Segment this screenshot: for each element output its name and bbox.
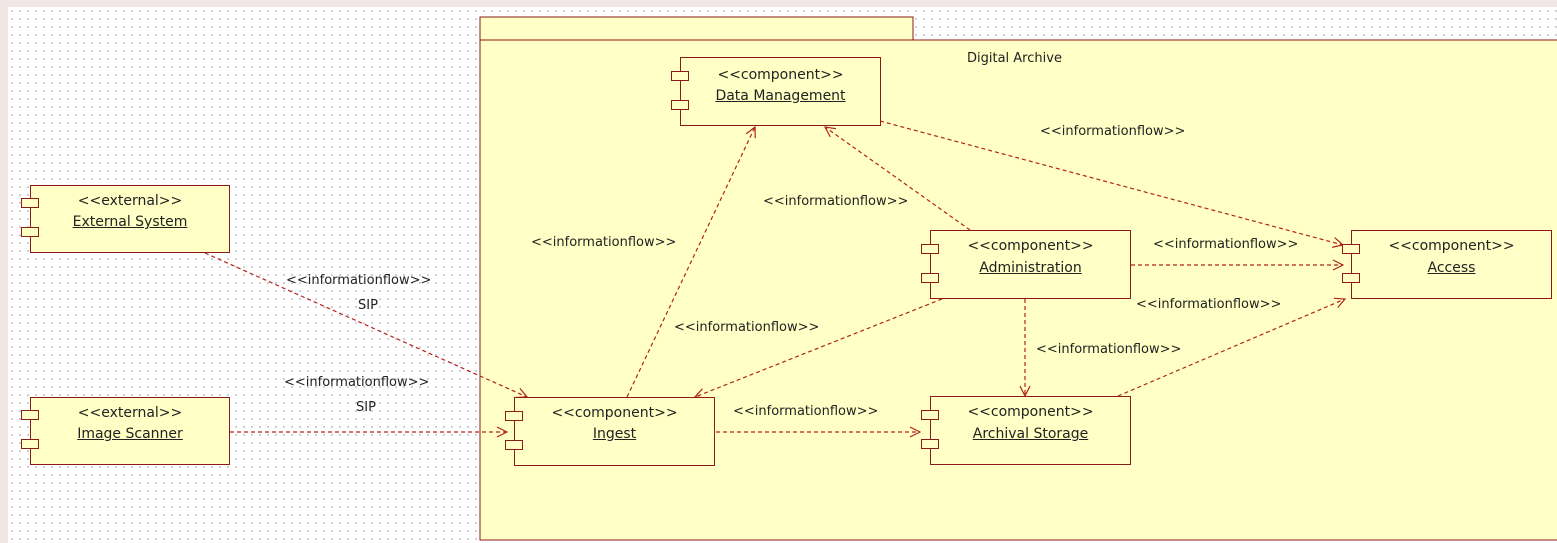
stereotype-label: <<external>> (77, 193, 183, 209)
component-archival-storage[interactable]: <<component>> Archival Storage (921, 396, 1131, 465)
flow-admin-to-ingest[interactable] (695, 298, 943, 397)
stereotype-label: <<component>> (967, 238, 1094, 254)
flow-storage-to-access[interactable] (1117, 299, 1345, 397)
component-icon (921, 273, 939, 283)
component-name: Image Scanner (77, 426, 183, 442)
component-image-scanner[interactable]: <<external>> Image Scanner (21, 397, 230, 465)
flow-conveyed-ext-to-ingest: SIP (358, 298, 378, 313)
component-icon (21, 227, 39, 237)
component-data-management[interactable]: <<component>> Data Management (671, 57, 881, 126)
component-name: External System (72, 214, 188, 230)
component-icon (505, 411, 523, 421)
component-name: Ingest (592, 426, 637, 442)
flow-label-ingest-to-datamgmt: <<informationflow>> (531, 235, 677, 250)
flow-label-admin-to-access: <<informationflow>> (1153, 237, 1299, 252)
component-name: Administration (979, 260, 1082, 276)
flow-admin-to-datamgmt[interactable] (825, 127, 971, 231)
component-name: Archival Storage (972, 426, 1089, 442)
component-icon (21, 439, 39, 449)
component-name: Data Management (715, 88, 846, 104)
component-icon (1342, 273, 1360, 283)
flow-label-admin-to-datamgmt: <<informationflow>> (763, 194, 909, 209)
package-tab (479, 16, 914, 41)
component-icon (671, 100, 689, 110)
flow-label-storage-to-access: <<informationflow>> (1136, 297, 1282, 312)
stereotype-label: <<external>> (77, 405, 183, 421)
stereotype-label: <<component>> (717, 67, 844, 83)
flow-label-datamgmt-to-access: <<informationflow>> (1040, 124, 1186, 139)
flow-label-admin-to-ingest: <<informationflow>> (674, 320, 820, 335)
component-external-system[interactable]: <<external>> External System (21, 185, 230, 253)
flow-label-admin-to-storage: <<informationflow>> (1036, 342, 1182, 357)
component-icon (21, 410, 39, 420)
component-icon (1342, 244, 1360, 254)
component-icon (921, 244, 939, 254)
component-icon (505, 440, 523, 450)
stereotype-label: <<component>> (967, 404, 1094, 420)
component-icon (921, 410, 939, 420)
flow-ext-to-ingest[interactable] (204, 252, 527, 397)
flow-ingest-to-datamgmt[interactable] (626, 127, 755, 398)
flow-label-ingest-to-storage: <<informationflow>> (733, 404, 879, 419)
flow-conveyed-scanner-to-ingest: SIP (356, 400, 376, 415)
flow-datamgmt-to-access[interactable] (879, 120, 1343, 245)
component-icon (21, 198, 39, 208)
stereotype-label: <<component>> (1388, 238, 1515, 254)
flow-label-scanner-to-ingest: <<informationflow>> (284, 375, 430, 390)
component-ingest[interactable]: <<component>> Ingest (505, 397, 715, 466)
component-administration[interactable]: <<component>> Administration (921, 230, 1131, 299)
package-title: Digital Archive (967, 51, 1062, 66)
component-icon (921, 439, 939, 449)
component-access[interactable]: <<component>> Access (1342, 230, 1552, 299)
stereotype-label: <<component>> (551, 405, 678, 421)
flow-label-ext-to-ingest: <<informationflow>> (286, 273, 432, 288)
component-name: Access (1427, 260, 1476, 276)
component-icon (671, 71, 689, 81)
